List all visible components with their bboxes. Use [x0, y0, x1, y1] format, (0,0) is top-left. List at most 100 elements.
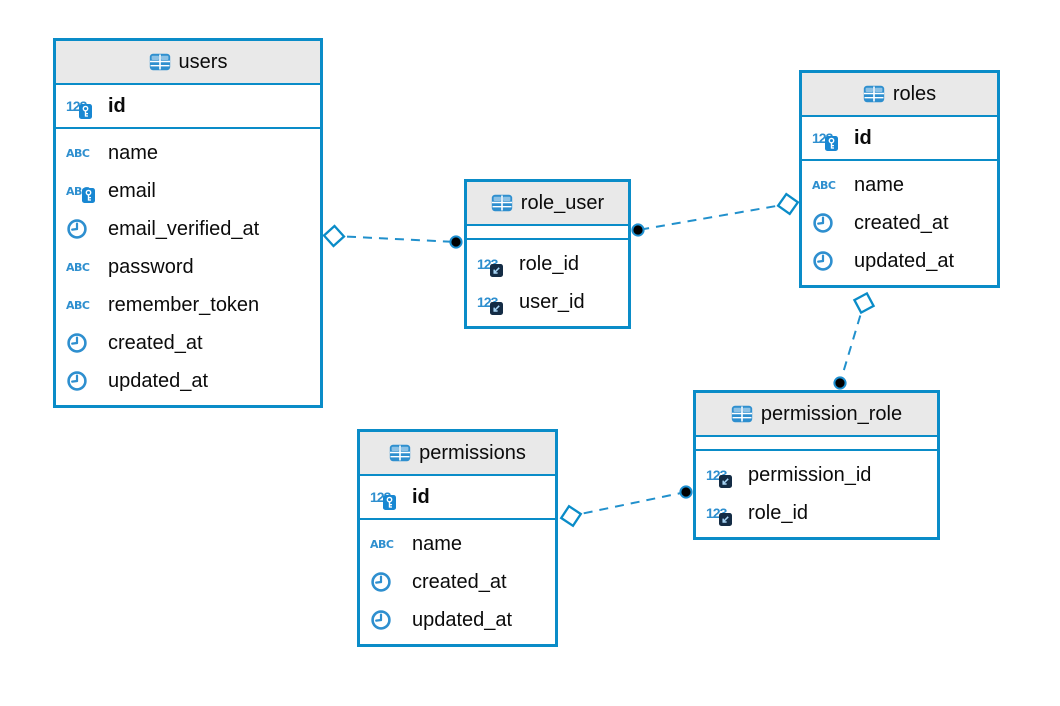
- column-name: role_id: [519, 252, 580, 275]
- table-header[interactable]: permissions: [360, 432, 555, 476]
- column-type-icon-slot: ABC: [66, 186, 100, 203]
- column-name: password: [108, 255, 194, 278]
- many-end-dot: [449, 235, 463, 249]
- numeric-type-icon: 123: [66, 99, 93, 119]
- primary-key-badge: [383, 495, 397, 510]
- column-type-icon-slot: ABC: [370, 539, 404, 550]
- column-type-icon-slot: [66, 218, 100, 240]
- columns-section: ABC name created_at updated_at: [360, 520, 555, 644]
- column-type-icon-slot: ABC: [66, 300, 100, 311]
- column-row-created_at[interactable]: created_at: [802, 204, 997, 242]
- primary-key-section: 123 id: [56, 85, 320, 129]
- many-end-dot: [679, 485, 693, 499]
- string-type-icon: ABC: [370, 537, 394, 551]
- table-icon: [389, 444, 411, 462]
- one-end-diamond: [776, 192, 800, 216]
- column-name: email: [108, 179, 156, 202]
- datetime-type-icon: [371, 610, 391, 630]
- table-icon: [491, 194, 512, 212]
- table-icon: [731, 405, 753, 423]
- numeric-type-icon: 123: [706, 506, 733, 526]
- column-name: id: [412, 485, 430, 508]
- column-row-updated_at[interactable]: updated_at: [360, 601, 555, 639]
- table-header[interactable]: roles: [802, 73, 997, 117]
- one-end-diamond: [852, 291, 876, 315]
- table-name: permissions: [419, 441, 526, 464]
- numeric-type-icon: 123: [477, 257, 504, 277]
- column-name: updated_at: [412, 608, 513, 631]
- column-row-id[interactable]: 123 id: [802, 119, 997, 157]
- foreign-key-badge: [490, 302, 504, 315]
- column-name: updated_at: [854, 249, 955, 272]
- primary-key-section: [467, 226, 628, 240]
- column-name: id: [108, 94, 126, 117]
- primary-key-badge: [825, 136, 839, 151]
- column-row-password[interactable]: ABC password: [56, 248, 320, 286]
- table-header[interactable]: permission_role: [696, 393, 937, 437]
- column-type-icon-slot: 123: [477, 295, 511, 315]
- column-name: name: [412, 532, 463, 555]
- table-name: roles: [892, 82, 937, 105]
- column-row-role_id[interactable]: 123 role_id: [467, 245, 628, 283]
- primary-key-badge: [79, 104, 93, 119]
- column-name: created_at: [854, 211, 949, 234]
- table-icon: [149, 53, 170, 71]
- column-name: id: [854, 126, 872, 149]
- foreign-key-badge: [490, 264, 504, 277]
- datetime-type-icon: [813, 251, 833, 271]
- relation-roles-role_user[interactable]: [631, 192, 800, 237]
- string-type-icon: ABC: [812, 178, 836, 192]
- numeric-type-icon: 123: [477, 295, 504, 315]
- column-row-created_at[interactable]: created_at: [56, 324, 320, 362]
- relation-users-role_user[interactable]: [322, 224, 463, 249]
- column-type-icon-slot: 123: [706, 506, 740, 526]
- datetime-type-icon: [67, 371, 87, 391]
- column-name: updated_at: [108, 369, 209, 392]
- column-row-created_at[interactable]: created_at: [360, 563, 555, 601]
- datetime-type-icon: [67, 333, 87, 353]
- table-header[interactable]: users: [56, 41, 320, 85]
- column-type-icon-slot: [370, 571, 404, 593]
- column-type-icon-slot: ABC: [66, 262, 100, 273]
- column-row-email[interactable]: ABC email: [56, 172, 320, 210]
- column-row-name[interactable]: ABC name: [56, 134, 320, 172]
- column-row-updated_at[interactable]: updated_at: [802, 242, 997, 280]
- column-type-icon-slot: ABC: [66, 148, 100, 159]
- column-name: created_at: [412, 570, 507, 593]
- primary-key-section: 123 id: [802, 117, 997, 161]
- numeric-type-icon: 123: [812, 131, 839, 151]
- column-row-name[interactable]: ABC name: [360, 525, 555, 563]
- column-type-icon-slot: [812, 250, 846, 272]
- column-row-email_verified_at[interactable]: email_verified_at: [56, 210, 320, 248]
- table-header[interactable]: role_user: [467, 182, 628, 226]
- relation-roles-permission_role[interactable]: [833, 291, 876, 390]
- column-name: email_verified_at: [108, 217, 260, 240]
- datetime-type-icon: [371, 572, 391, 592]
- table-icon: [863, 85, 885, 103]
- column-row-updated_at[interactable]: updated_at: [56, 362, 320, 400]
- many-end-dot: [833, 376, 847, 390]
- column-name: name: [108, 141, 159, 164]
- column-row-id[interactable]: 123 id: [56, 87, 320, 125]
- column-type-icon-slot: [66, 370, 100, 392]
- relation-permissions-permission_role[interactable]: [559, 485, 693, 528]
- column-type-icon-slot: ABC: [812, 180, 846, 191]
